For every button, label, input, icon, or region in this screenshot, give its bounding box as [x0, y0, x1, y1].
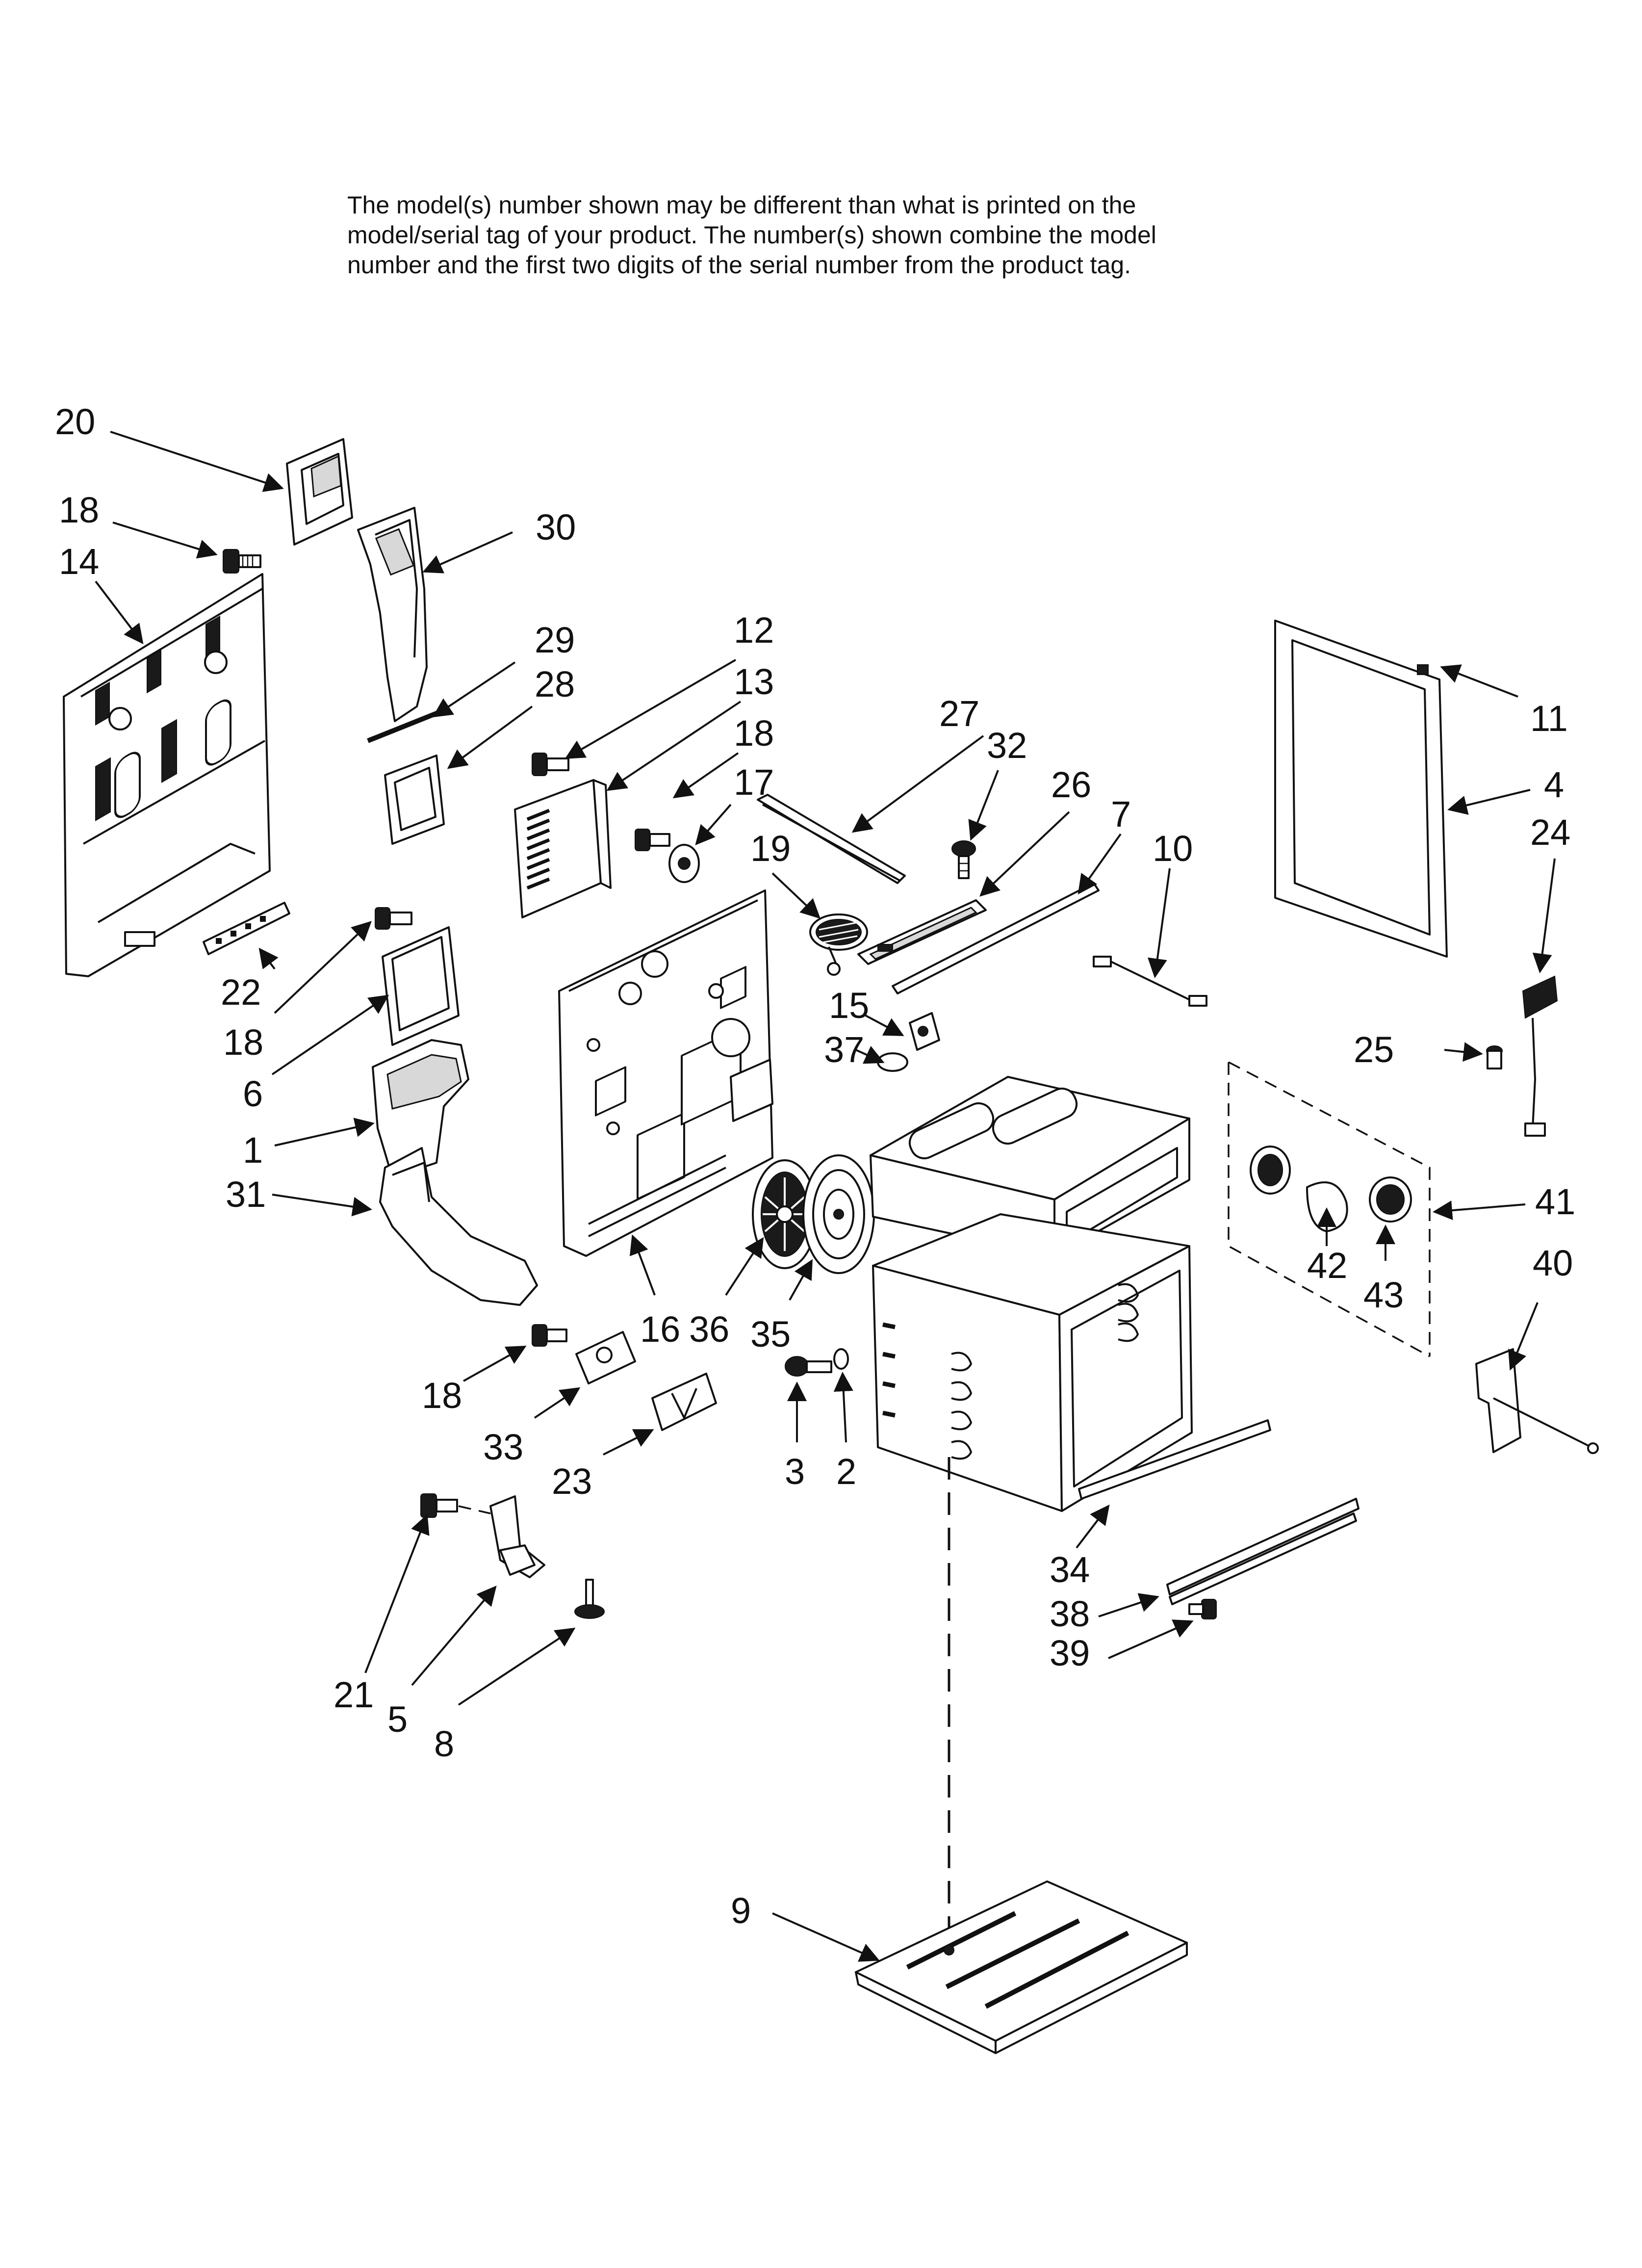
part-35-fan-cover [802, 1154, 875, 1274]
callout-38: 38 [1050, 1593, 1090, 1634]
part-22-terminal-strip [203, 902, 290, 955]
callout-4: 4 [1544, 764, 1564, 805]
callout-labels: 20 18 14 30 29 28 12 13 18 17 27 32 26 7… [55, 401, 1575, 1931]
callout-36: 36 [689, 1309, 729, 1350]
part-28-frame [384, 755, 445, 845]
part-24-connector [1522, 975, 1558, 1137]
callout-3: 3 [785, 1451, 805, 1492]
callout-42: 42 [1307, 1245, 1347, 1286]
callout-12: 12 [734, 610, 774, 651]
callout-17: 17 [734, 762, 774, 803]
callout-18-d: 18 [422, 1375, 462, 1416]
part-36-fan [752, 1159, 818, 1269]
callout-31: 31 [226, 1174, 266, 1215]
callout-16: 16 [640, 1309, 680, 1350]
callout-37: 37 [824, 1029, 864, 1070]
callout-28: 28 [535, 664, 575, 704]
callout-32: 32 [987, 725, 1027, 766]
part-19-fan-grille [809, 913, 868, 976]
callout-39: 39 [1050, 1633, 1090, 1673]
part-21-5-8-leg [420, 1493, 605, 1619]
callout-14: 14 [59, 541, 99, 582]
part-16-side-panel [558, 889, 773, 1257]
part-34-38-39-trim [1078, 1419, 1360, 1619]
part-18-screw-top [223, 549, 261, 574]
callout-29: 29 [535, 620, 575, 660]
callout-1: 1 [243, 1130, 263, 1171]
callout-20: 20 [55, 401, 95, 442]
part-12-13-bracket [514, 753, 612, 918]
callout-15: 15 [829, 985, 869, 1026]
part-14-rear-panel [63, 573, 271, 977]
part-6-filter [375, 907, 460, 1046]
callout-18-b: 18 [734, 713, 774, 754]
part-32-screw [951, 840, 976, 879]
callout-22: 22 [221, 972, 261, 1013]
callout-25: 25 [1354, 1029, 1394, 1070]
callout-40: 40 [1533, 1243, 1573, 1283]
callout-7: 7 [1111, 794, 1131, 834]
callout-21: 21 [334, 1674, 374, 1715]
callout-26: 26 [1051, 764, 1091, 805]
part-1-duct [372, 1039, 469, 1178]
callout-18-a: 18 [59, 490, 99, 530]
callout-35: 35 [750, 1314, 791, 1355]
model-number-note: The model(s) number shown may be differe… [347, 190, 1377, 280]
part-25-clip [1486, 1045, 1503, 1069]
callout-9: 9 [731, 1890, 751, 1931]
note-line-1: The model(s) number shown may be differe… [347, 191, 1136, 219]
callout-6: 6 [243, 1073, 263, 1114]
part-40-bracket [1475, 1348, 1599, 1454]
part-33-23-brackets [532, 1324, 717, 1431]
callout-5: 5 [387, 1699, 408, 1740]
part-4-door-gasket-frame [1274, 620, 1448, 958]
callout-19: 19 [750, 828, 791, 869]
part-27-rail [757, 794, 906, 884]
callout-18-c: 18 [223, 1022, 263, 1063]
callout-11: 11 [1530, 698, 1568, 739]
callout-30: 30 [536, 507, 576, 547]
part-9-bottom-pan [855, 1880, 1188, 2054]
callout-10: 10 [1153, 828, 1193, 869]
part-3-2-screw-washer [785, 1348, 849, 1377]
callout-2: 2 [836, 1451, 856, 1492]
callout-41: 41 [1535, 1181, 1575, 1222]
part-18-17-screw-motor [635, 829, 700, 883]
callout-27: 27 [939, 693, 979, 734]
part-31-lower-duct [379, 1147, 538, 1306]
part-7-rod [892, 882, 1100, 994]
part-20-vent-grille [286, 438, 353, 546]
part-10-sensor [1093, 956, 1207, 1007]
callout-33: 33 [483, 1427, 523, 1467]
part-15-37-bracket-cap [877, 1012, 940, 1072]
part-26-control-board [857, 899, 987, 965]
callout-13: 13 [734, 661, 774, 702]
part-oven-cavity [870, 1076, 1193, 1512]
callout-43: 43 [1363, 1275, 1404, 1315]
note-line-2: model/serial tag of your product. The nu… [347, 221, 1156, 249]
note-line-3: number and the first two digits of the s… [347, 251, 1131, 279]
callout-24: 24 [1530, 812, 1570, 853]
leader-lines [95, 431, 1556, 1962]
callout-23: 23 [552, 1461, 592, 1502]
part-30-duct [357, 507, 428, 722]
callout-8: 8 [434, 1723, 454, 1764]
callout-34: 34 [1050, 1549, 1090, 1590]
part-29-gasket-strip [367, 709, 442, 743]
part-41-light-assembly [1228, 1061, 1431, 1357]
